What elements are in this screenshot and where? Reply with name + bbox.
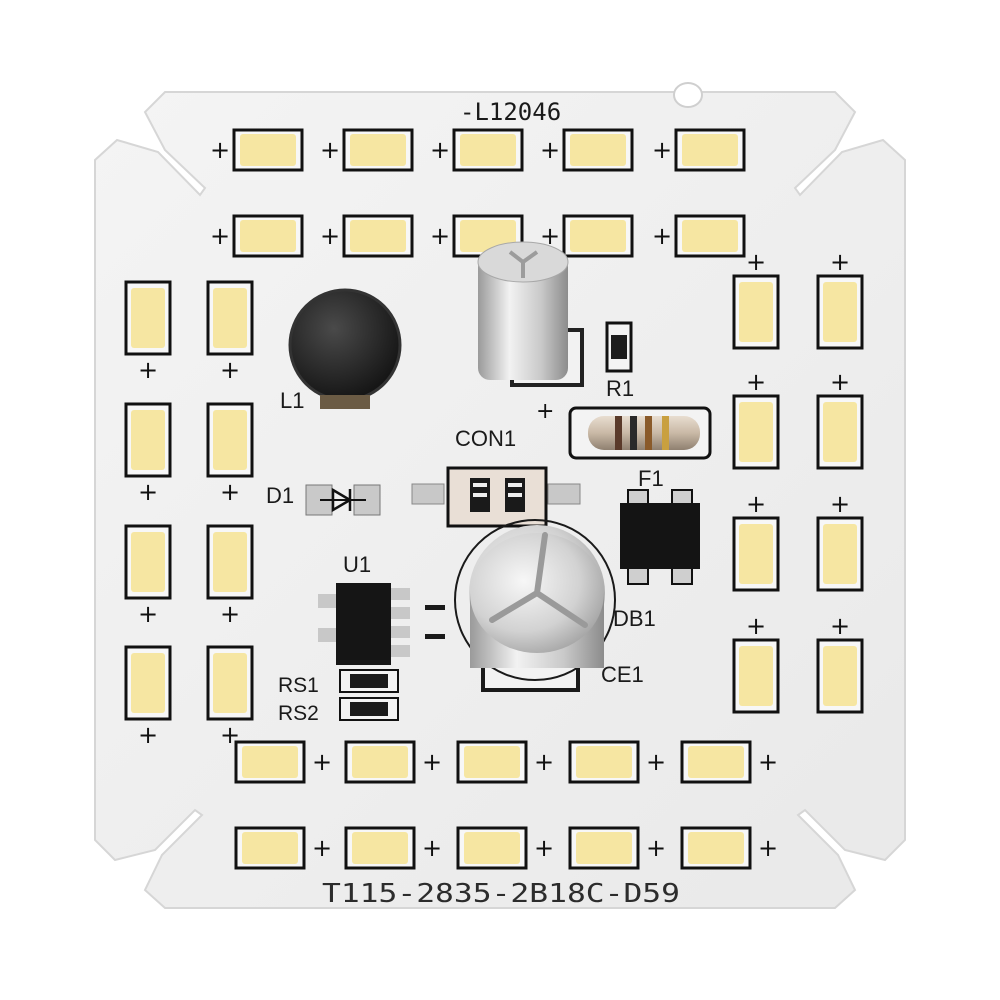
led-plus-mark: + bbox=[312, 834, 332, 862]
led-plus-mark: + bbox=[830, 248, 850, 276]
led-plus-mark: + bbox=[746, 490, 766, 518]
board-bottom-code: T115-2835-2B18C-D59 bbox=[322, 879, 680, 909]
led-plus-mark: + bbox=[830, 612, 850, 640]
led: + bbox=[206, 524, 254, 628]
led: + bbox=[680, 826, 778, 870]
led-plus-mark: + bbox=[138, 478, 158, 506]
label-rs1: RS1 bbox=[278, 674, 319, 697]
cap-plus-mark: + bbox=[536, 399, 554, 424]
led-plus-mark: + bbox=[758, 834, 778, 862]
led: + bbox=[234, 826, 332, 870]
diode-d1 bbox=[305, 484, 381, 516]
label-ce1: CE1 bbox=[601, 662, 644, 687]
label-rs2: RS2 bbox=[278, 702, 319, 725]
led-plus-mark: + bbox=[540, 222, 560, 250]
electrolytic-capacitor-ce1 bbox=[454, 519, 616, 692]
led-plus-mark: + bbox=[422, 748, 442, 776]
led-plus-mark: + bbox=[138, 356, 158, 384]
led: + bbox=[816, 490, 864, 592]
led: + bbox=[456, 826, 554, 870]
label-f1: F1 bbox=[638, 466, 664, 491]
led: + bbox=[206, 280, 254, 384]
led-plus-mark: + bbox=[210, 222, 230, 250]
led-plus-mark: + bbox=[220, 356, 240, 384]
led: + bbox=[124, 402, 172, 506]
fuse-f1 bbox=[568, 406, 712, 460]
led-plus-mark: + bbox=[746, 612, 766, 640]
ic-u1 bbox=[318, 583, 445, 665]
led-plus-mark: + bbox=[758, 748, 778, 776]
led-plus-mark: + bbox=[210, 136, 230, 164]
led-plus-mark: + bbox=[646, 748, 666, 776]
led-plus-mark: + bbox=[830, 368, 850, 396]
small-electrolytic-capacitor bbox=[477, 241, 584, 387]
led-plus-mark: + bbox=[320, 222, 340, 250]
led: + bbox=[732, 248, 780, 350]
label-l1: L1 bbox=[280, 388, 304, 413]
led: + bbox=[344, 740, 442, 784]
board-top-code: -L12046 bbox=[460, 98, 561, 126]
led-plus-mark: + bbox=[422, 834, 442, 862]
led: + bbox=[320, 214, 414, 258]
inductor-l1 bbox=[288, 288, 402, 409]
label-db1: DB1 bbox=[613, 606, 656, 631]
led-plus-mark: + bbox=[430, 222, 450, 250]
led-plus-mark: + bbox=[320, 136, 340, 164]
led-plus-mark: + bbox=[646, 834, 666, 862]
led: + bbox=[680, 740, 778, 784]
led: + bbox=[540, 214, 634, 258]
mounting-hole bbox=[673, 82, 703, 108]
led: + bbox=[320, 128, 414, 172]
led: + bbox=[456, 740, 554, 784]
led: + bbox=[210, 128, 304, 172]
led: + bbox=[210, 214, 304, 258]
led: + bbox=[344, 826, 442, 870]
led: + bbox=[732, 490, 780, 592]
led: + bbox=[732, 368, 780, 470]
sense-resistors bbox=[339, 669, 399, 721]
led: + bbox=[540, 128, 634, 172]
led-plus-mark: + bbox=[138, 721, 158, 749]
led-plus-mark: + bbox=[138, 600, 158, 628]
led-plus-mark: + bbox=[540, 136, 560, 164]
led: + bbox=[124, 645, 172, 749]
led: + bbox=[234, 740, 332, 784]
led: + bbox=[568, 740, 666, 784]
led: + bbox=[206, 402, 254, 506]
led-plus-mark: + bbox=[430, 136, 450, 164]
led: + bbox=[652, 128, 746, 172]
label-u1: U1 bbox=[343, 552, 371, 577]
led: + bbox=[124, 524, 172, 628]
led: + bbox=[652, 214, 746, 258]
led-plus-mark: + bbox=[830, 490, 850, 518]
resistor-r1 bbox=[605, 321, 633, 373]
led: + bbox=[816, 612, 864, 714]
led: + bbox=[568, 826, 666, 870]
led-plus-mark: + bbox=[652, 136, 672, 164]
led: + bbox=[124, 280, 172, 384]
led-plus-mark: + bbox=[534, 748, 554, 776]
led-plus-mark: + bbox=[312, 748, 332, 776]
led-plus-mark: + bbox=[746, 248, 766, 276]
led: + bbox=[430, 128, 524, 172]
led-plus-mark: + bbox=[652, 222, 672, 250]
led: + bbox=[816, 248, 864, 350]
connector-con1 bbox=[411, 466, 581, 528]
led-plus-mark: + bbox=[534, 834, 554, 862]
led: + bbox=[732, 612, 780, 714]
label-con1: CON1 bbox=[455, 426, 516, 451]
label-d1: D1 bbox=[266, 483, 294, 508]
led: + bbox=[816, 368, 864, 470]
led-plus-mark: + bbox=[220, 478, 240, 506]
led-plus-mark: + bbox=[746, 368, 766, 396]
led-plus-mark: + bbox=[220, 600, 240, 628]
bridge-rectifier-db1 bbox=[620, 489, 700, 585]
led-array: + + + + + + + + + + + + + + + + + + + + + + + + + + + + + + + + + + + + bbox=[124, 128, 864, 870]
label-r1: R1 bbox=[606, 376, 634, 401]
